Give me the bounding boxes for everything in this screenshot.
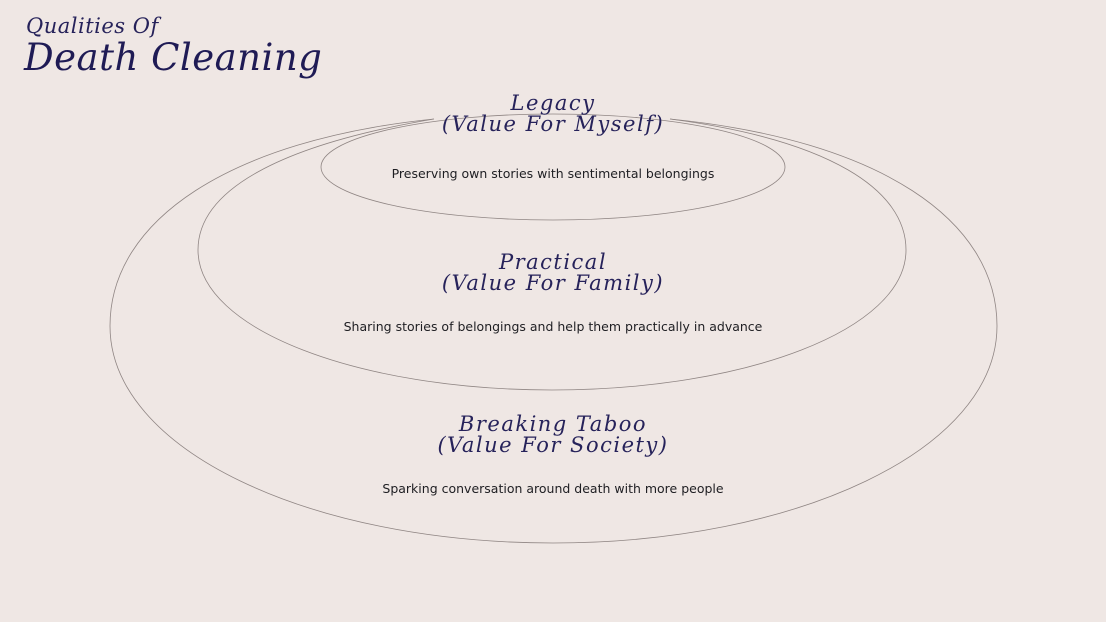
ring-family-description: Sharing stories of belongings and help t… (343, 319, 763, 334)
ring-society-title: Breaking Taboo (Value For Society) (437, 412, 669, 457)
ring-family-title: Practical (Value For Family) (441, 250, 665, 295)
ring-myself-title: Legacy (Value For Myself) (441, 91, 665, 136)
ring-society-description: Sparking conversation around death with … (382, 481, 724, 496)
page-subtitle: Qualities Of (26, 14, 159, 38)
ring-family-outline (197, 118, 907, 391)
ring-myself-outline (320, 113, 786, 221)
ring-society-outline (109, 118, 998, 544)
ring-myself-description: Preserving own stories with sentimental … (391, 166, 715, 181)
page-title: Death Cleaning (24, 36, 323, 79)
